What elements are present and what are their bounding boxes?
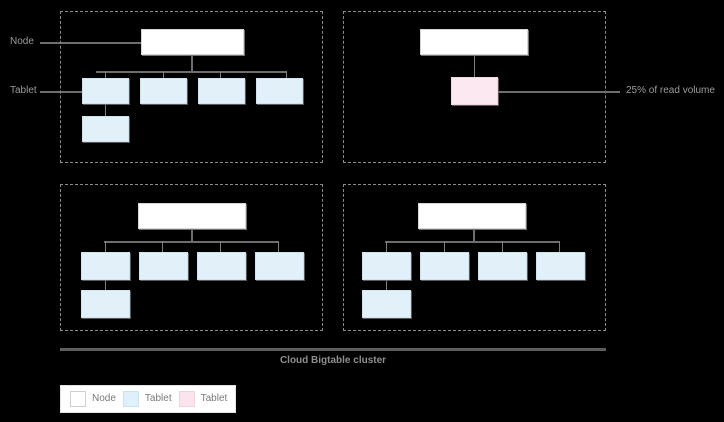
tablet-box xyxy=(420,252,469,280)
hot-tablet-callout-leader-line xyxy=(498,91,620,93)
hot-tablet-connector-line xyxy=(474,55,475,77)
cluster-underline xyxy=(60,348,606,351)
node-trunk-line xyxy=(191,55,193,72)
tablet-box xyxy=(81,290,130,318)
tablet-drop-line xyxy=(444,241,445,252)
legend-label: Node xyxy=(92,393,116,404)
tablet-drop-line xyxy=(278,241,279,252)
tablet-drop-line xyxy=(162,241,163,252)
tablet-drop-line xyxy=(220,71,221,78)
tablet-drop-line xyxy=(163,71,164,78)
legend-item-hot-tablet: Tablet xyxy=(178,391,228,407)
tablet-bus-line xyxy=(96,71,287,73)
node-trunk-line xyxy=(473,229,475,242)
node-panel-top-right xyxy=(343,11,606,163)
tablet-drop-line xyxy=(386,280,387,290)
legend-item-tablet: Tablet xyxy=(122,391,172,407)
tablet-box xyxy=(82,116,129,142)
legend: Node Tablet Tablet xyxy=(60,385,236,413)
tablet-bus-line xyxy=(104,241,279,243)
node-panel-bottom-right xyxy=(343,184,606,331)
tablet-box xyxy=(362,252,411,280)
tablet-box xyxy=(478,252,527,280)
tablet-callout-label: Tablet xyxy=(10,85,37,96)
tablet-box xyxy=(81,252,130,280)
node-panel-top-left xyxy=(60,11,323,163)
tablet-drop-line xyxy=(386,241,387,252)
node-box xyxy=(420,29,528,55)
tablet-box xyxy=(256,78,303,104)
tablet-drop-line xyxy=(105,241,106,252)
tablet-drop-line xyxy=(105,104,106,116)
node-box xyxy=(418,203,526,229)
tablet-box xyxy=(140,78,187,104)
node-callout-leader-line xyxy=(40,42,142,44)
tablet-box xyxy=(536,252,585,280)
tablet-bus-line xyxy=(385,241,560,243)
tablet-box xyxy=(255,252,304,280)
tablet-drop-line xyxy=(105,71,106,78)
tablet-drop-line xyxy=(286,71,287,78)
node-callout-label: Node xyxy=(10,36,34,47)
tablet-box xyxy=(197,252,246,280)
hot-tablet-box xyxy=(451,77,498,105)
cluster-caption: Cloud Bigtable cluster xyxy=(279,355,387,366)
node-panel-bottom-left xyxy=(60,184,323,331)
legend-label: Tablet xyxy=(144,393,172,404)
node-swatch-icon xyxy=(70,391,86,407)
tablet-box xyxy=(139,252,188,280)
tablet-drop-line xyxy=(559,241,560,252)
tablet-box xyxy=(82,78,129,104)
legend-item-node: Node xyxy=(70,391,116,407)
node-box xyxy=(141,29,244,55)
tablet-drop-line xyxy=(502,241,503,252)
legend-label: Tablet xyxy=(200,393,228,404)
tablet-box xyxy=(362,290,411,318)
node-trunk-line xyxy=(191,229,193,242)
tablet-callout-leader-line xyxy=(40,91,84,93)
tablet-drop-line xyxy=(105,280,106,290)
tablet-box xyxy=(198,78,245,104)
tablet-swatch-icon xyxy=(122,391,139,407)
node-box xyxy=(138,203,246,229)
tablet-drop-line xyxy=(220,241,221,252)
hot-tablet-swatch-icon xyxy=(178,391,195,407)
hot-tablet-callout-label: 25% of read volume xyxy=(626,85,715,96)
